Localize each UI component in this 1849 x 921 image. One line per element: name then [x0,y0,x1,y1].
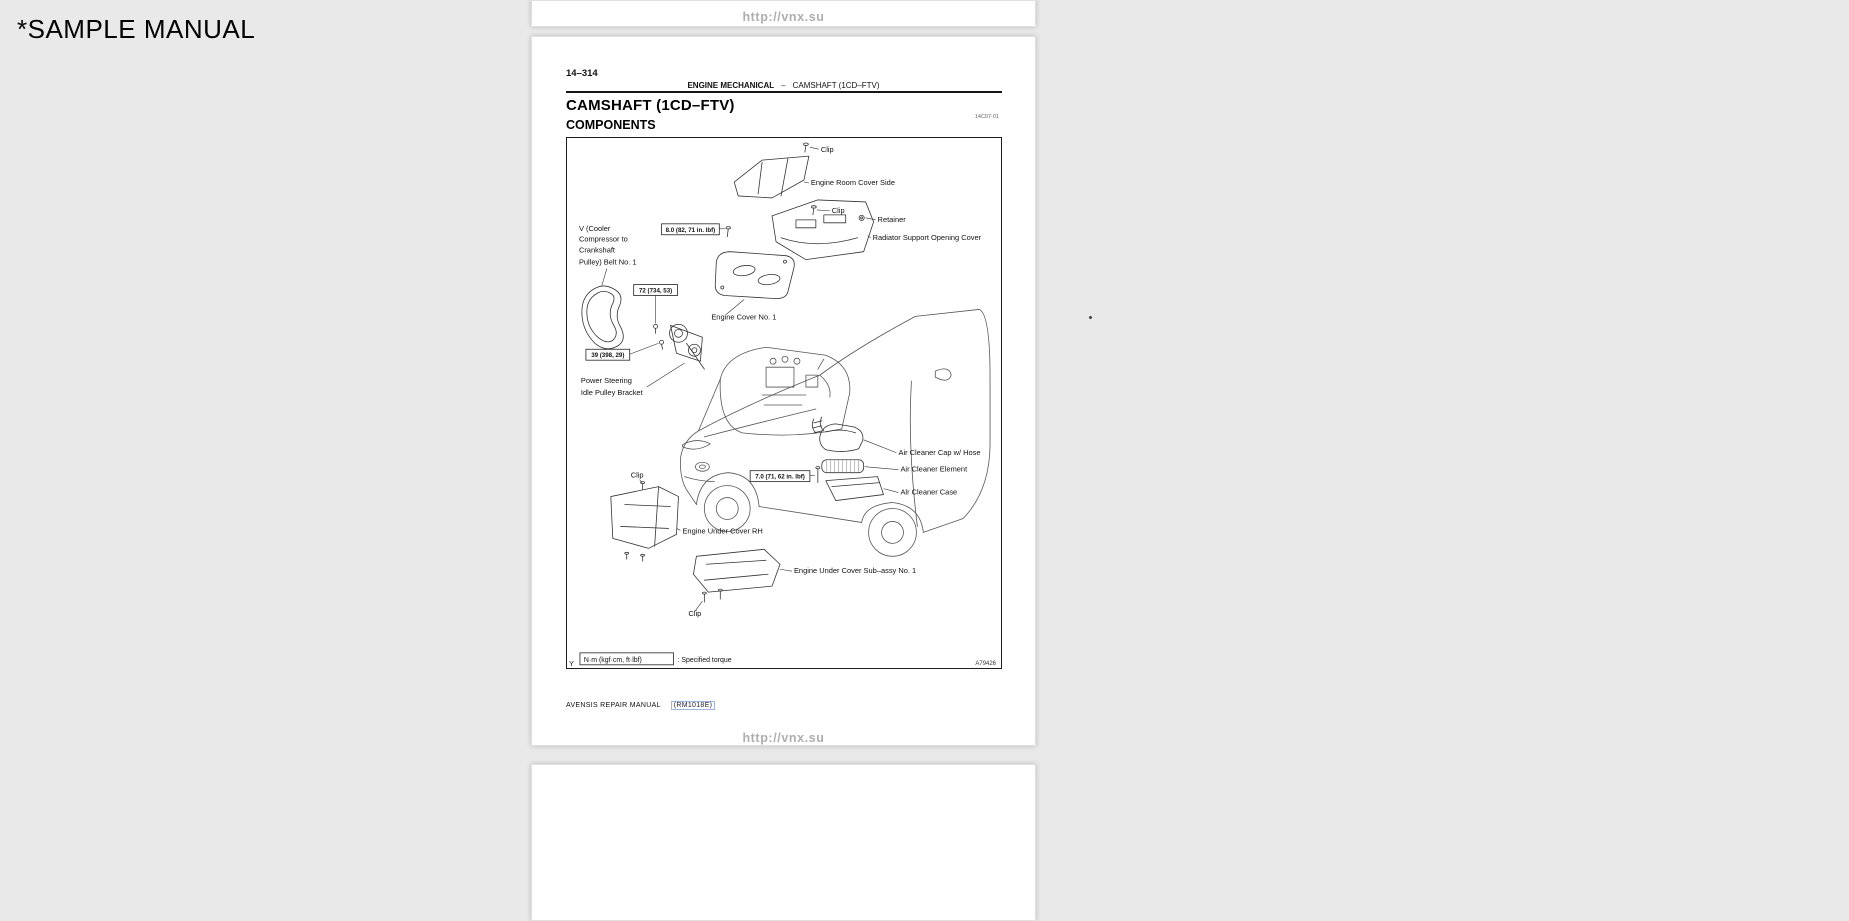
part-label: V (Cooler [579,224,611,233]
part-label: Air Cleaner Cap w/ Hose [898,448,980,457]
radiator-support-opening-cover-part [771,199,874,261]
engine-bay [719,346,851,436]
part-label: Idle Pulley Bracket [581,388,644,397]
clip-icon [811,205,817,216]
corner-mark: Y [569,659,574,668]
engine-cover-part [714,251,795,299]
running-header-topic: CAMSHAFT (1CD–FTV) [792,81,880,90]
components-figure: 8.0 (82, 71 in. lbf) 72 (734, 53) 39 (39… [566,137,1002,669]
clip-icon [701,591,707,603]
torque-spec-boxes: 8.0 (82, 71 in. lbf) 72 (734, 53) 39 (39… [585,223,811,483]
engine-under-cover-subassy-part [693,548,781,593]
part-label: Radiator Support Opening Cover [873,233,982,242]
air-cleaner-case-part [825,476,884,501]
legend-box-text: N·m (kgf·cm, ft·lbf) [584,657,642,664]
torque-spec: 7.0 (71, 62 in. lbf) [755,474,805,481]
part-label: Alr Cleaner Case [900,488,957,497]
leader-lines [601,146,899,613]
part-label: Clip [631,471,644,480]
part-label: Clip [688,609,701,618]
brand-emblem [695,461,710,472]
url-watermark: http://vnx.su [742,731,825,745]
legend-caption: : Specified torque [677,657,731,664]
torque-spec: 72 (734, 53) [639,288,672,295]
part-label: Power Steering [581,376,632,385]
page-previous: http://vnx.su [531,0,1036,27]
part-label: Crankshaft [579,246,616,255]
part-label: Retainer [878,215,907,224]
part-label: Engine Cover No. 1 [711,312,776,321]
engine-room-cover-side-part [733,155,810,199]
clip-icon [640,553,646,562]
exploded-view-diagram: 8.0 (82, 71 in. lbf) 72 (734, 53) 39 (39… [569,142,997,668]
engine-under-cover-rh-part [610,486,679,549]
footer-manual-name: AVENSIS REPAIR MANUAL [566,702,661,709]
part-labels: Clip Engine Room Cover Side Clip Retaine… [579,145,982,618]
clip-icon [624,551,630,560]
doc-code: 14C07-01 [974,114,999,120]
part-label: Engine Room Cover Side [811,178,895,187]
v-belt-part [581,285,624,350]
bolt-icon [725,226,731,238]
part-label: Clip [821,145,834,154]
part-label: Clip [832,206,845,215]
air-cleaner-cap-part [819,423,864,452]
manual-page: 14–314 ENGINE MECHANICAL–CAMSHAFT (1CD–F… [531,36,1036,746]
torque-spec: 8.0 (82, 71 in. lbf) [666,227,716,234]
components-heading: COMPONENTS [566,118,656,132]
url-watermark: http://vnx.su [742,10,825,24]
clip-icon [717,588,723,600]
stray-dot [1089,316,1092,319]
car-illustration [679,309,991,557]
page-footer: AVENSIS REPAIR MANUAL (RM1018E) [566,701,716,710]
page-number: 14–314 [566,68,598,79]
footer-code: (RM1018E) [670,701,716,710]
bolt-icon [815,466,821,484]
clip-icon [640,481,646,490]
side-mirror [934,368,952,381]
figure-legend: N·m (kgf·cm, ft·lbf) : Specified torque … [569,652,997,668]
torque-spec: 39 (398, 29) [591,352,624,359]
bolt-icon [659,339,664,350]
page-next [531,764,1036,921]
running-header: ENGINE MECHANICAL–CAMSHAFT (1CD–FTV) [532,81,1035,90]
headlight [682,440,711,450]
figure-code: A79426 [975,661,996,667]
part-label: Pulley) Belt No. 1 [579,258,637,267]
retainer-icon [858,214,865,221]
exploded-parts [581,142,884,603]
part-label: Engine Under Cover Sub–assy No. 1 [794,566,916,575]
header-rule [566,91,1002,93]
part-label: Engine Under Cover RH [682,526,762,535]
part-label: Air Cleaner Element [900,465,968,474]
running-header-separator: – [781,81,786,90]
clip-icon [803,142,809,153]
air-cleaner-element-part [821,459,865,474]
bolt-icon [653,323,658,334]
page-title: CAMSHAFT (1CD–FTV) [566,97,735,114]
part-label: Compressor to [579,235,628,244]
sample-manual-watermark: *SAMPLE MANUAL [17,14,256,44]
running-header-section: ENGINE MECHANICAL [687,81,775,90]
